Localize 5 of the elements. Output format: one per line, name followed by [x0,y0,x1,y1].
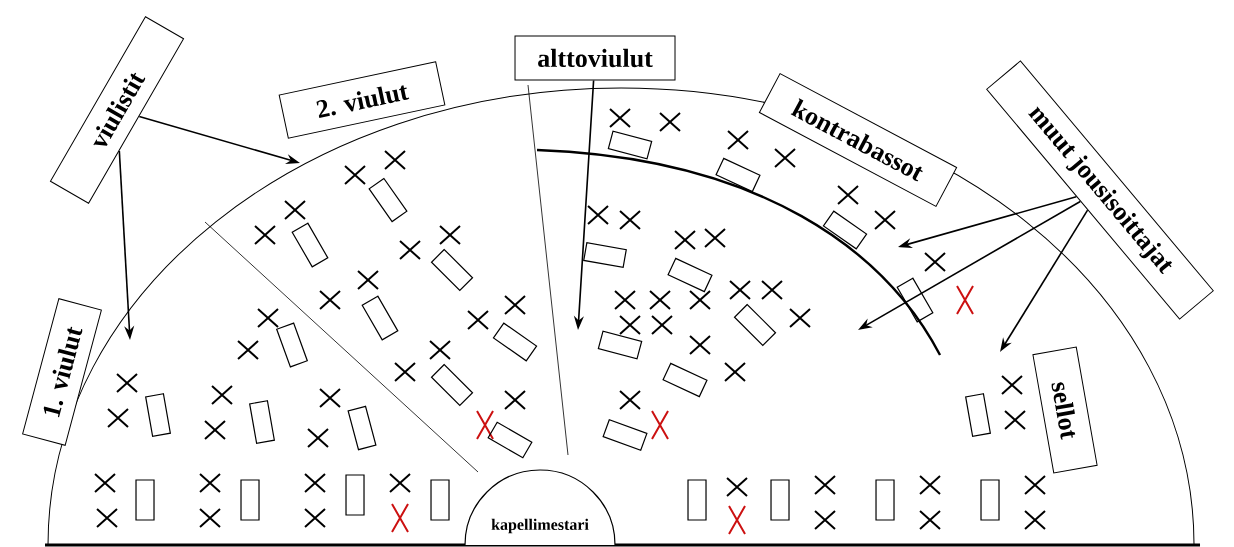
label-box: 1. viulut [22,298,102,446]
label-box: sellot [1032,346,1098,474]
label-box: alttoviulut [514,35,676,81]
label-box: 2. viulut [278,61,446,139]
conductor-podium: kapellimestari [464,469,616,546]
